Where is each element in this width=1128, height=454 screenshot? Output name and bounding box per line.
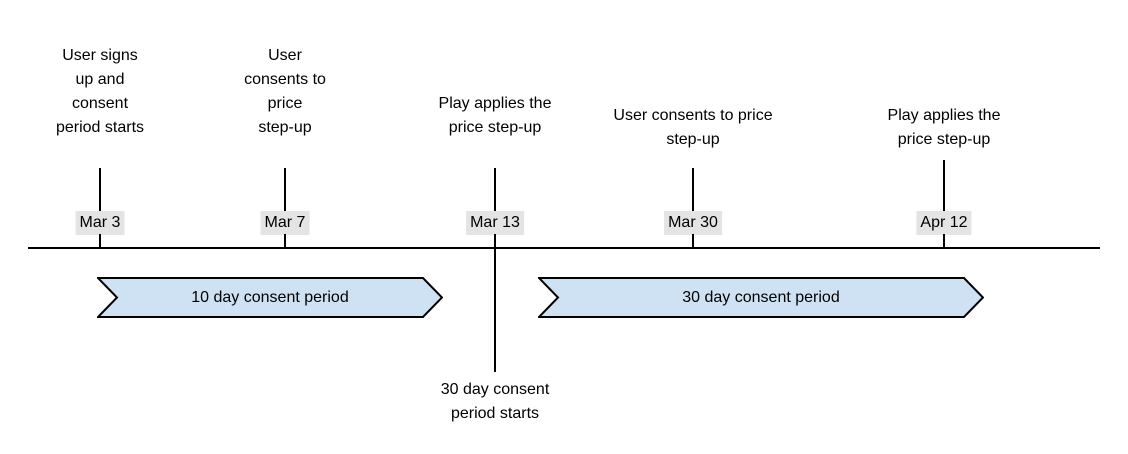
- period-label-30-day: 30 day consent period: [682, 288, 840, 306]
- event-caption-mar-7: User consents to price step-up: [244, 47, 326, 136]
- date-chip-mar-7: Mar 7: [260, 211, 310, 235]
- event-caption-apr-12: Play applies the price step-up: [887, 107, 1001, 148]
- tick-mar-30-upper: [692, 168, 694, 212]
- period-banner-10-day: 10 day consent period: [97, 277, 443, 318]
- date-chip-mar-3: Mar 3: [75, 211, 125, 235]
- event-caption-mar-30: User consents to price step-up: [613, 107, 773, 148]
- period-label-10-day: 10 day consent period: [191, 288, 349, 306]
- tick-mar-7-upper: [284, 168, 286, 212]
- tick-mar-13-lower: [494, 234, 496, 372]
- event-caption-mar-13-below: 30 day consent period starts: [440, 381, 550, 422]
- chevron-shape-30-day: [538, 277, 984, 318]
- tick-apr-12-lower: [943, 234, 945, 248]
- date-chip-apr-12: Apr 12: [916, 211, 972, 235]
- tick-mar-3-lower: [99, 234, 101, 248]
- tick-mar-13-upper: [494, 168, 496, 212]
- tick-mar-7-lower: [284, 234, 286, 248]
- event-caption-mar-3: User signs up and consent period starts: [55, 47, 145, 136]
- date-chip-mar-13: Mar 13: [466, 211, 524, 235]
- event-caption-mar-13: Play applies the price step-up: [438, 95, 552, 136]
- chevron-shape-10-day: [97, 277, 443, 318]
- timeline-axis: [28, 247, 1100, 249]
- date-chip-mar-30: Mar 30: [664, 211, 722, 235]
- tick-apr-12-upper: [943, 160, 945, 212]
- tick-mar-3-upper: [99, 168, 101, 212]
- tick-mar-30-lower: [692, 234, 694, 248]
- period-banner-30-day: 30 day consent period: [538, 277, 984, 318]
